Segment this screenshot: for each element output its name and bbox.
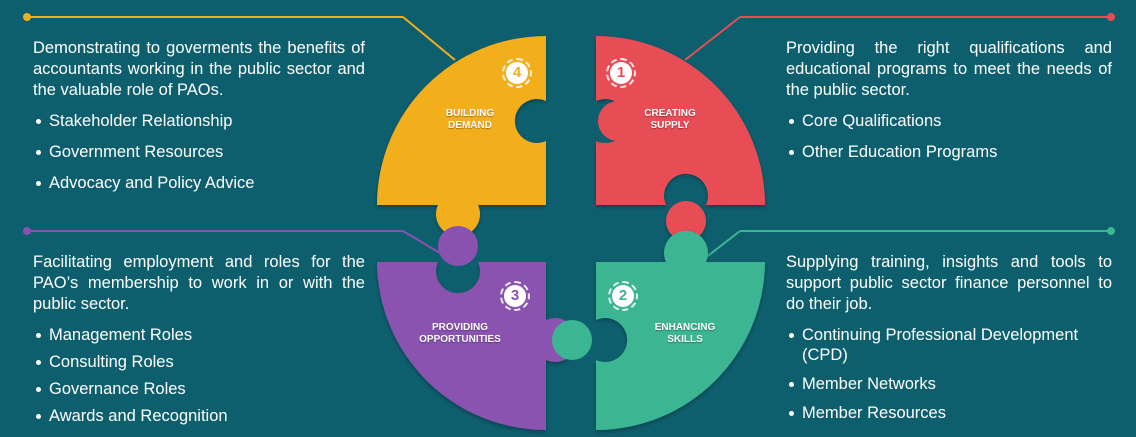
puzzle-knob-creating-supply (666, 201, 706, 241)
piece-label-line1: ENHANCING (654, 322, 716, 333)
text-block-building-demand: Demonstrating to goverments the benefits… (33, 38, 365, 204)
piece-label-line1: BUILDING (445, 108, 495, 119)
bullet-list: Continuing Professional Development (CPD… (786, 325, 1112, 423)
number-badge-2: 2 (612, 285, 634, 307)
badge-ring-3 (500, 281, 530, 311)
badge-ring-2 (608, 281, 638, 311)
description: Providing the right qualifications and e… (786, 39, 1112, 99)
list-item: Advocacy and Policy Advice (33, 173, 365, 193)
piece-label-line2: OPPORTUNITIES (419, 334, 501, 345)
puzzle-piece-enhancing-skills (596, 230, 765, 430)
list-item: Member Resources (786, 403, 1112, 423)
list-item: Government Resources (33, 142, 365, 162)
number-badge-4: 4 (506, 62, 528, 84)
piece-label-line1: PROVIDING (431, 322, 489, 333)
number-badge-3: 3 (504, 285, 526, 307)
puzzle-knob-providing-opportunities (438, 226, 478, 266)
badge-ring-4 (502, 58, 532, 88)
number-badge-1: 1 (610, 62, 632, 84)
piece-label-building-demand: BUILDING DEMAND (420, 108, 520, 132)
description: Supplying training, insights and tools t… (786, 253, 1112, 313)
text-block-creating-supply: Providing the right qualifications and e… (786, 38, 1112, 173)
puzzle-knob-enhancing-skills (552, 320, 592, 360)
piece-label-line1: CREATING (644, 108, 696, 119)
piece-label-line2: SUPPLY (650, 120, 690, 131)
list-item: Continuing Professional Development (CPD… (786, 325, 1112, 365)
connector-creating-supply (684, 13, 1115, 61)
list-item: Governance Roles (33, 379, 365, 399)
piece-label-creating-supply: CREATING SUPPLY (620, 108, 720, 132)
description: Facilitating employment and roles for th… (33, 253, 365, 313)
list-item: Stakeholder Relationship (33, 111, 365, 131)
puzzle-tab-creating-supply (598, 101, 638, 141)
list-item: Other Education Programs (786, 142, 1112, 162)
text-block-enhancing-skills: Supplying training, insights and tools t… (786, 252, 1112, 432)
puzzle-piece-creating-supply (596, 36, 765, 205)
piece-label-enhancing-skills: ENHANCING SKILLS (635, 322, 735, 346)
list-item: Member Networks (786, 374, 1112, 394)
badge-ring-1 (606, 58, 636, 88)
bullet-list: Stakeholder Relationship Government Reso… (33, 111, 365, 193)
list-item: Consulting Roles (33, 352, 365, 372)
bullet-list: Core Qualifications Other Education Prog… (786, 111, 1112, 162)
list-item: Core Qualifications (786, 111, 1112, 131)
puzzle-piece-building-demand (377, 36, 546, 237)
piece-label-providing-opportunities: PROVIDING OPPORTUNITIES (405, 322, 515, 346)
piece-label-line2: DEMAND (448, 120, 492, 131)
text-block-providing-opportunities: Facilitating employment and roles for th… (33, 252, 365, 433)
description: Demonstrating to goverments the benefits… (33, 39, 365, 99)
piece-label-line2: SKILLS (667, 334, 703, 345)
bullet-list: Management Roles Consulting Roles Govern… (33, 325, 365, 426)
puzzle-piece-providing-opportunities (377, 262, 578, 430)
list-item: Awards and Recognition (33, 406, 365, 426)
list-item: Management Roles (33, 325, 365, 345)
connector-building-demand (23, 13, 456, 61)
